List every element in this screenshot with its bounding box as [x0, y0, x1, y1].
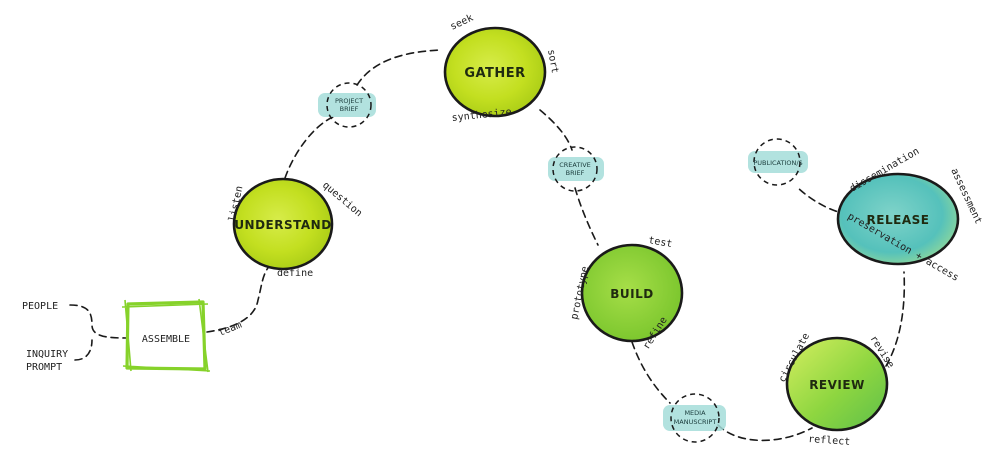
connector-media-review — [717, 424, 813, 442]
creative-brief-line2: BRIEF — [566, 169, 585, 177]
connector-inquiry — [74, 339, 93, 361]
assemble-label: ASSEMBLE — [142, 334, 190, 345]
connector-review-release — [885, 271, 906, 367]
assemble-box: ASSEMBLE — [121, 298, 211, 373]
review-label: REVIEW — [809, 378, 865, 392]
stage-gather: GATHER seek sort synthesize — [443, 13, 560, 124]
publications-label: PUBLICATION/S — [753, 159, 802, 167]
connector-assemble-understand — [206, 264, 271, 333]
review-verb-reflect: reflect — [808, 434, 851, 448]
doc-project-brief: PROJECT BRIEF — [318, 82, 376, 128]
understand-verb-define: define — [277, 268, 313, 279]
doc-creative-brief: CREATIVE BRIEF — [548, 146, 604, 192]
connector-build-media — [631, 341, 671, 404]
project-brief-line1: PROJECT — [335, 97, 363, 105]
understand-label: UNDERSTAND — [234, 218, 331, 232]
connector-creative-build — [574, 187, 599, 246]
connector-brief-gather — [356, 49, 441, 86]
gather-label: GATHER — [464, 66, 525, 81]
creative-brief-line1: CREATIVE — [559, 161, 591, 169]
project-brief-line2: BRIEF — [340, 105, 359, 113]
connector-gather-creative — [539, 109, 573, 151]
doc-media-manuscript: MEDIA MANUSCRIPT — [663, 393, 726, 443]
stage-understand: UNDERSTAND listen question define — [227, 177, 364, 279]
connector-understand-brief — [284, 116, 334, 179]
stage-build: BUILD test prototype refine — [569, 235, 684, 352]
doc-publications: PUBLICATION/S — [748, 138, 808, 186]
gather-verb-seek: seek — [449, 13, 475, 33]
media-manuscript-line1: MEDIA — [684, 409, 706, 417]
connector-people — [69, 304, 127, 339]
release-label: RELEASE — [867, 213, 930, 227]
stage-review: REVIEW circulate revise reflect — [777, 331, 896, 448]
team-label: team — [217, 320, 243, 339]
gather-verb-synthesize: synthesize — [451, 107, 512, 124]
input-people: PEOPLE — [22, 301, 58, 312]
stage-release: RELEASE dissemination assessment preserv… — [836, 146, 984, 284]
gather-verb-sort: sort — [545, 49, 560, 75]
build-verb-test: test — [647, 235, 673, 250]
media-manuscript-line2: MANUSCRIPT — [674, 418, 717, 426]
input-prompt: PROMPT — [26, 362, 62, 373]
connectors — [69, 49, 906, 442]
input-inquiry: INQUIRY — [26, 349, 68, 360]
build-label: BUILD — [610, 287, 653, 301]
